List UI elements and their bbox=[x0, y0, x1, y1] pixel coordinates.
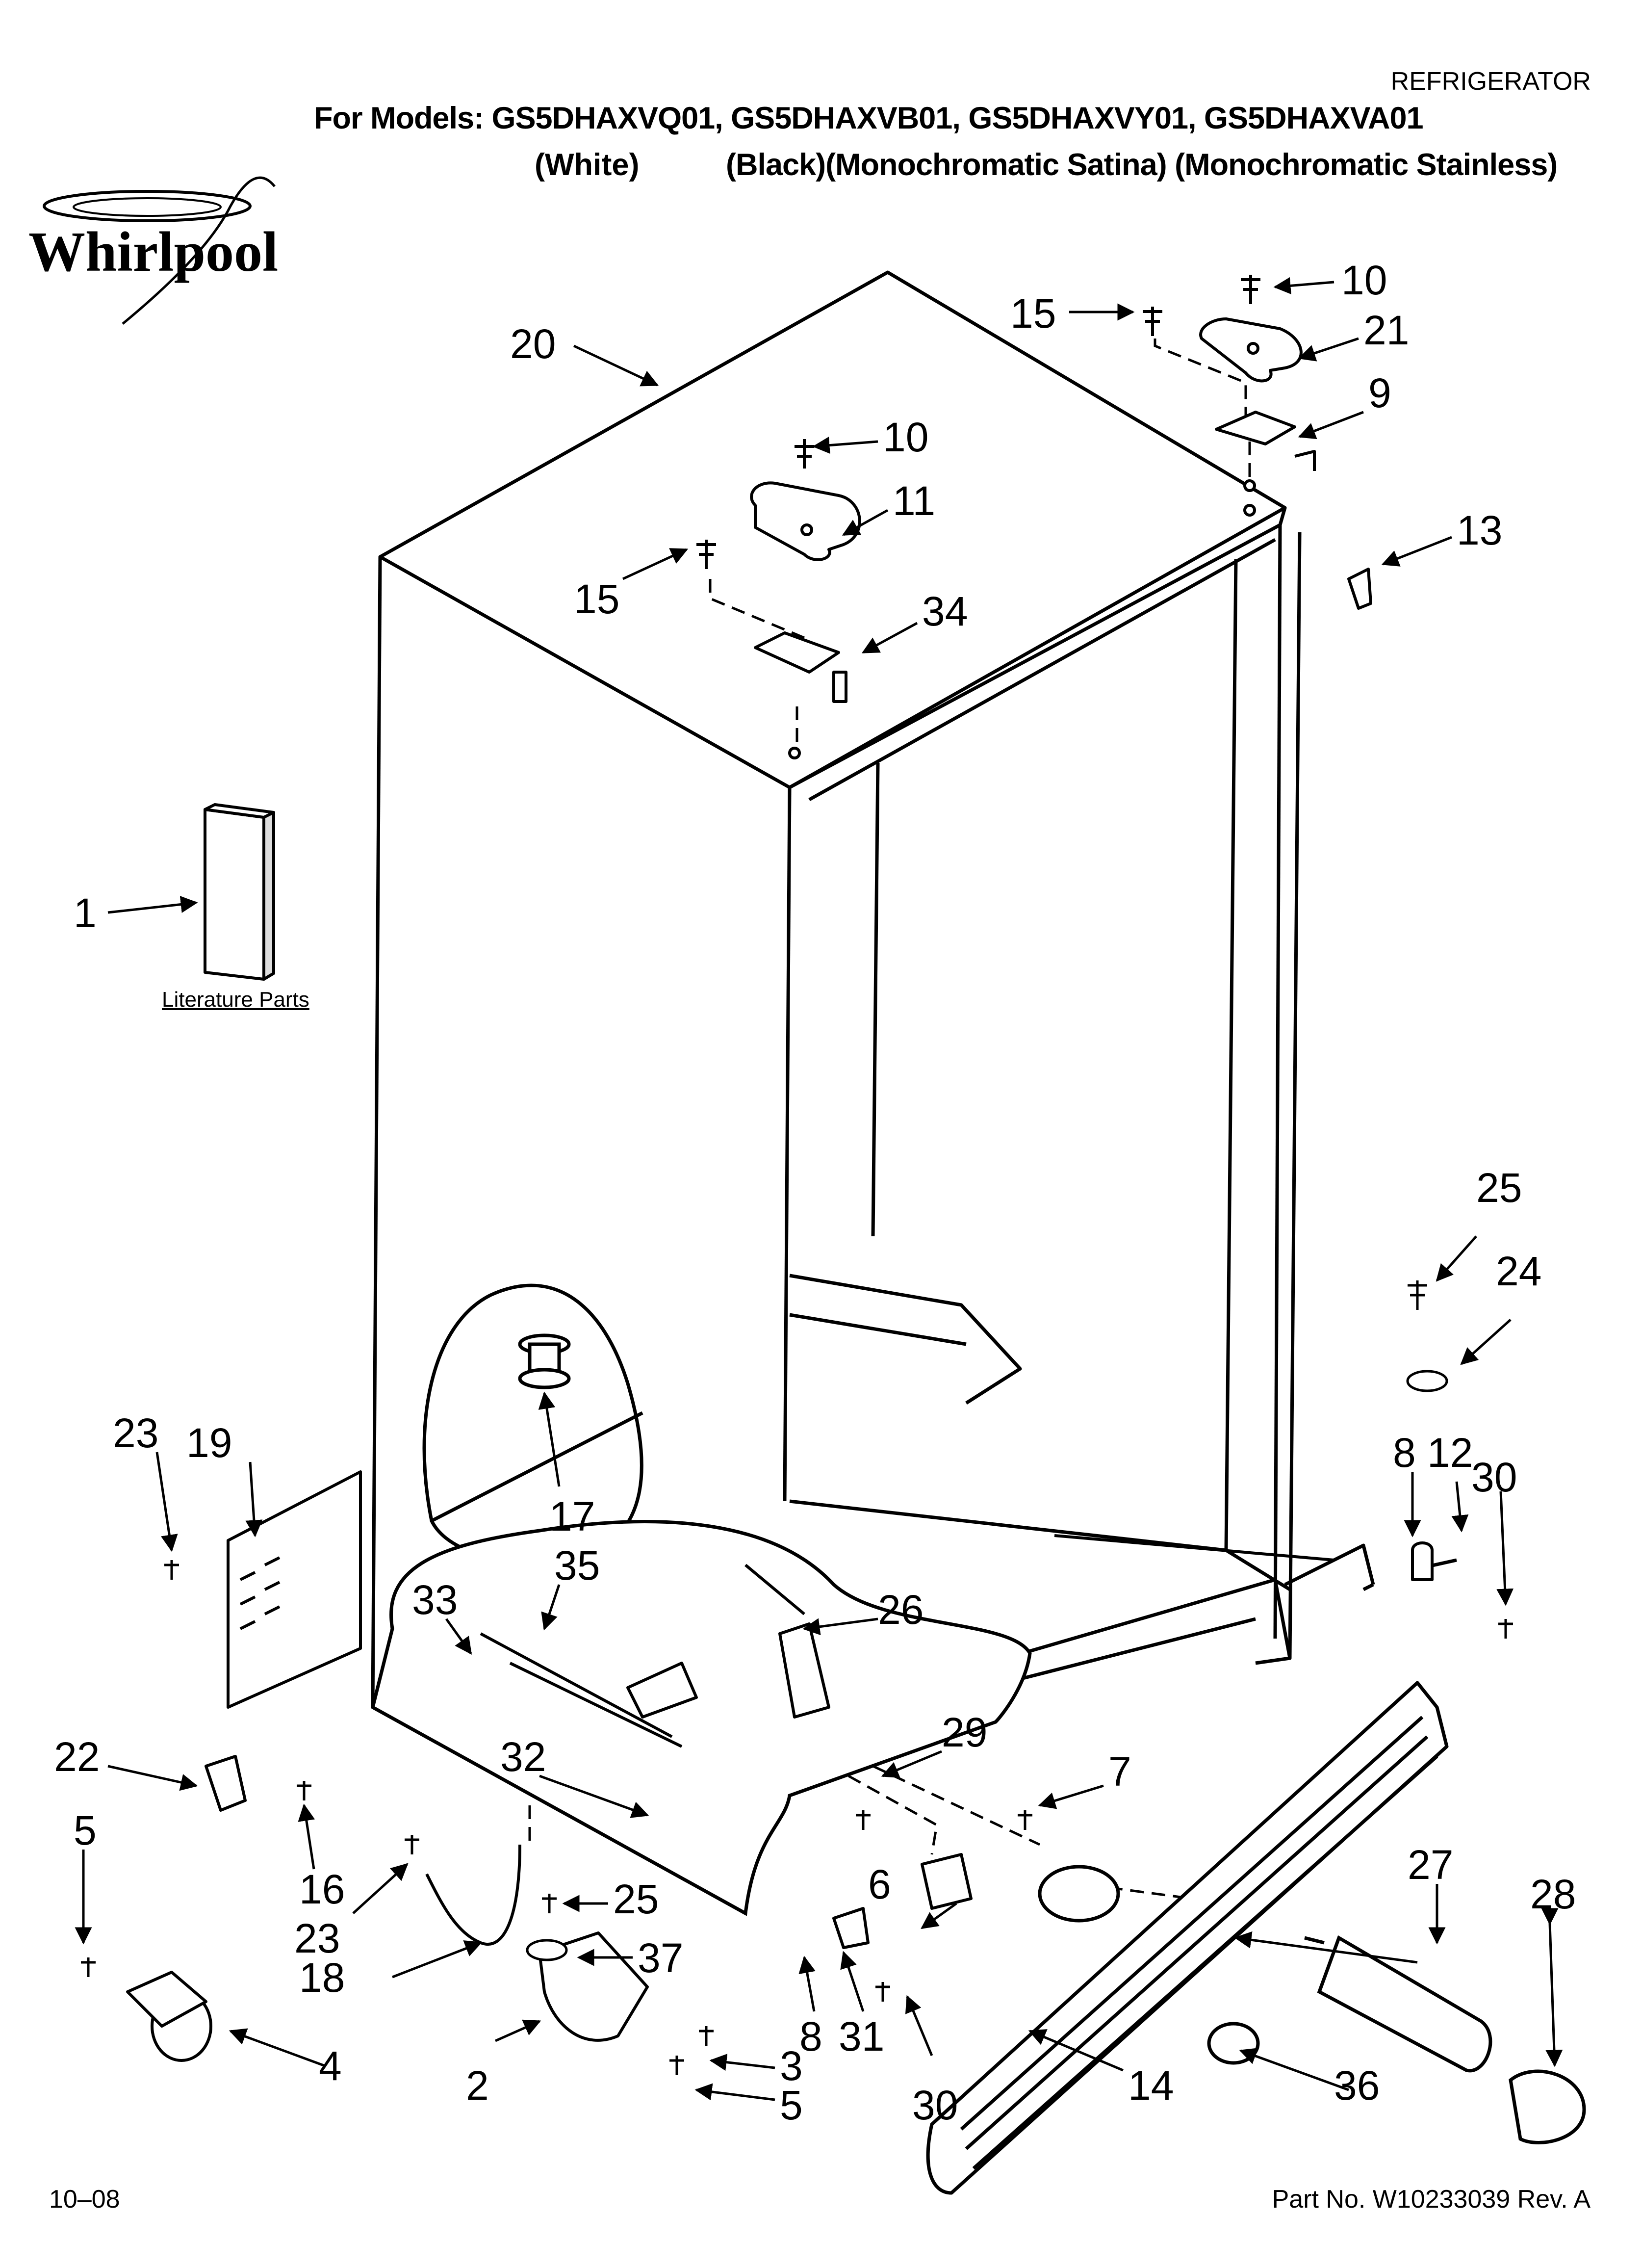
callout-23: 23 bbox=[113, 1410, 158, 1456]
callout-34: 34 bbox=[922, 588, 968, 634]
top-hinge-parts bbox=[696, 275, 1372, 759]
callout-5: 5 bbox=[74, 1807, 97, 1853]
fasteners bbox=[81, 1280, 1513, 2075]
water-filter bbox=[1207, 1935, 1586, 2144]
whirlpool-logo: Whirlpool bbox=[28, 176, 278, 325]
callout-29: 29 bbox=[942, 1709, 987, 1755]
literature-booklet bbox=[204, 803, 275, 981]
callout-5b: 5 bbox=[780, 2082, 803, 2128]
callout-30: 30 bbox=[1471, 1454, 1517, 1500]
cutaway-bubble-lower bbox=[370, 1520, 1032, 1916]
callout-13: 13 bbox=[1457, 507, 1502, 553]
part-number: Part No. W10233039 Rev. A bbox=[1272, 2185, 1591, 2214]
callout-10b: 10 bbox=[883, 414, 928, 460]
callout-31: 31 bbox=[839, 2013, 884, 2059]
callout-15b: 15 bbox=[574, 576, 619, 622]
callout-8: 8 bbox=[1393, 1430, 1416, 1476]
callout-2: 2 bbox=[466, 2062, 489, 2109]
callout-14: 14 bbox=[1128, 2062, 1174, 2109]
callout-24: 24 bbox=[1496, 1248, 1541, 1294]
callout-12: 12 bbox=[1427, 1430, 1473, 1476]
callout-18: 18 bbox=[299, 1955, 345, 2001]
callout-26: 26 bbox=[878, 1587, 924, 1633]
callout-16: 16 bbox=[299, 1866, 345, 1912]
callout-22: 22 bbox=[54, 1734, 100, 1780]
cutaway-bubble-top bbox=[422, 1283, 643, 1564]
callout-25b: 25 bbox=[613, 1876, 659, 1922]
kickplate-grille bbox=[926, 1681, 1449, 2195]
callout-4: 4 bbox=[319, 2043, 342, 2089]
color-white: (White) bbox=[535, 148, 640, 182]
callout-19: 19 bbox=[186, 1420, 232, 1466]
callout-37: 37 bbox=[638, 1935, 683, 1981]
callout-25: 25 bbox=[1476, 1165, 1522, 1211]
lower-components bbox=[126, 1470, 1434, 2062]
callout-15: 15 bbox=[1010, 290, 1056, 337]
callout-35: 35 bbox=[554, 1542, 600, 1589]
callout-20: 20 bbox=[510, 321, 556, 367]
callout-9: 9 bbox=[1368, 370, 1391, 416]
callout-32: 32 bbox=[500, 1734, 546, 1780]
callout-30b: 30 bbox=[912, 2082, 958, 2128]
color-variants: (Black)(Monochromatic Satina) (Monochrom… bbox=[726, 148, 1558, 182]
callout-33: 33 bbox=[412, 1577, 458, 1623]
literature-parts-label: Literature Parts bbox=[162, 988, 309, 1012]
callout-28: 28 bbox=[1530, 1871, 1576, 1917]
callout-11: 11 bbox=[893, 478, 935, 524]
callout-3: 3 bbox=[780, 2043, 803, 2089]
callout-17: 17 bbox=[549, 1493, 595, 1539]
callout-numbers: 20 15 10 21 9 13 10 11 15 34 1 17 25 24 … bbox=[54, 257, 1576, 2128]
callout-7: 7 bbox=[1108, 1748, 1131, 1795]
callout-23b: 23 bbox=[294, 1915, 340, 1961]
callout-8b: 8 bbox=[799, 2013, 822, 2059]
model-list: For Models: GS5DHAXVQ01, GS5DHAXVB01, GS… bbox=[314, 101, 1424, 135]
callout-6: 6 bbox=[868, 1861, 891, 1907]
callout-10: 10 bbox=[1341, 257, 1387, 303]
callout-21: 21 bbox=[1363, 307, 1409, 353]
callout-1: 1 bbox=[74, 890, 97, 936]
catalog-category: REFRIGERATOR bbox=[1390, 67, 1591, 96]
date-code: 10–08 bbox=[49, 2185, 120, 2214]
callout-36: 36 bbox=[1334, 2062, 1380, 2109]
callout-27: 27 bbox=[1408, 1842, 1453, 1888]
logo-wordmark: Whirlpool bbox=[28, 221, 278, 284]
leader-arrows bbox=[75, 277, 1563, 2101]
